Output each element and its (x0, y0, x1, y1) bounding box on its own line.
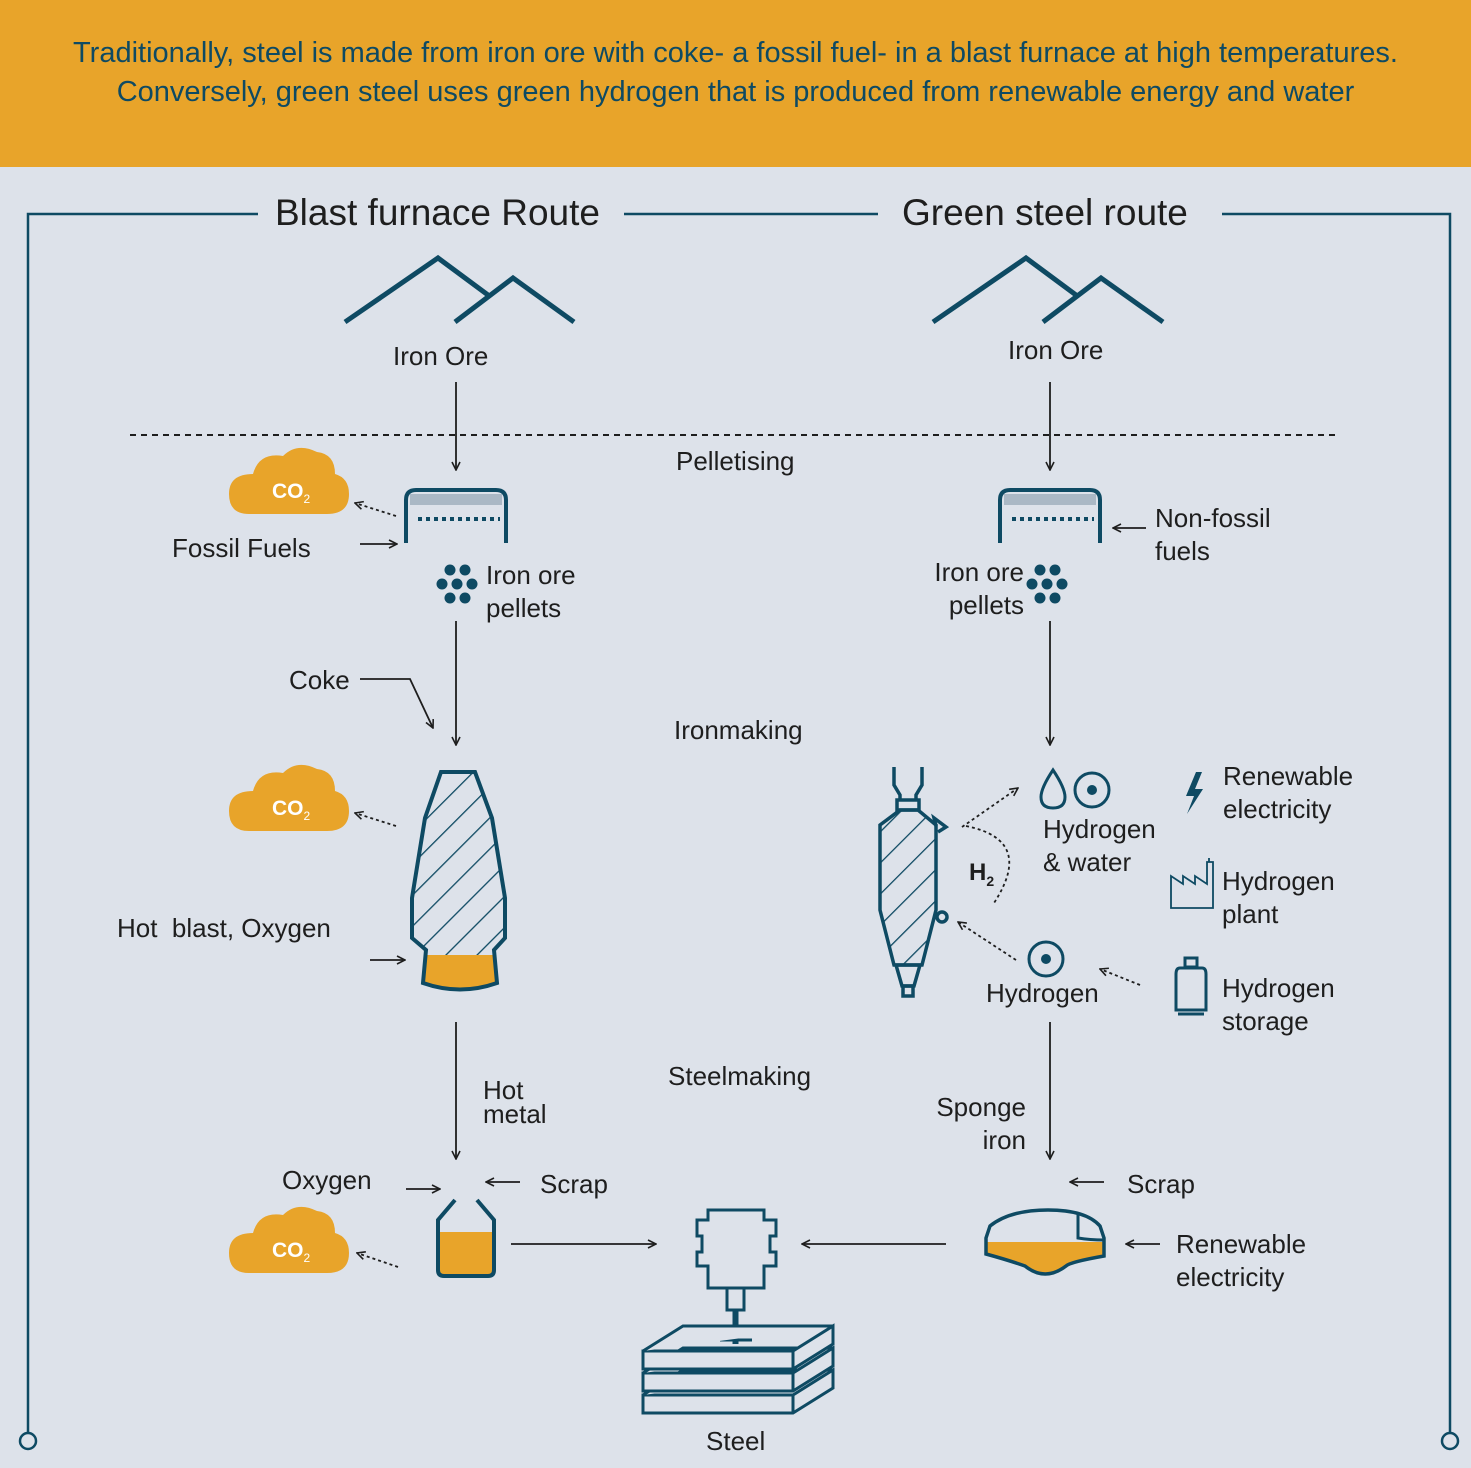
header-text: Traditionally, steel is made from iron o… (73, 37, 1398, 108)
pelletiser-icon (998, 488, 1102, 543)
hot-metal-label: Hot metal (483, 1075, 547, 1129)
steel-slabs-icon (641, 1323, 835, 1415)
electric-arc-furnace-icon (984, 1208, 1106, 1276)
converter-icon (436, 1198, 496, 1278)
blast-furnace-icon (410, 770, 507, 992)
factory-icon (1170, 858, 1214, 909)
sponge-iron-label: Sponge iron (936, 1092, 1026, 1155)
steel-label: Steel (706, 1426, 766, 1456)
pellets-icon (1026, 564, 1068, 604)
iron-ore-pellets-label: Iron ore pellets (486, 560, 576, 623)
pellets-icon (436, 564, 478, 604)
shaft-furnace-icon (878, 767, 950, 998)
oxygen-label: Oxygen (282, 1165, 372, 1195)
mountain-icon (343, 254, 576, 325)
stage-steelmaking: Steelmaking (668, 1061, 812, 1091)
non-fossil-fuels-label: Non-fossil fuels (1155, 503, 1271, 566)
frame (18, 212, 1460, 1451)
hydrogen-label: Hydrogen (986, 978, 1099, 1008)
hot-blast-label: Hot blast, Oxygen (117, 913, 331, 943)
water-drop-icon (1039, 767, 1067, 810)
stage-pelletising: Pelletising (676, 446, 795, 476)
h2-label: H2 (969, 859, 995, 889)
co2-label: CO2 (272, 797, 311, 824)
hydrogen-water-label: Hydrogen & water (1043, 814, 1156, 877)
hydrogen-icon (1027, 940, 1065, 978)
scrap-label: Scrap (1127, 1169, 1195, 1199)
caster-icon (695, 1208, 778, 1344)
green-route-title: Green steel route (902, 192, 1188, 233)
pelletiser-icon (404, 488, 508, 543)
iron-ore-label: Iron Ore (1008, 335, 1104, 365)
hydrogen-icon (1073, 771, 1111, 809)
blast-route-title: Blast furnace Route (275, 192, 600, 233)
coke-label: Coke (289, 665, 350, 695)
renewable-electricity-label: Renewable electricity (1223, 761, 1354, 824)
fossil-fuels-label: Fossil Fuels (172, 533, 311, 563)
hydrogen-storage-label: Hydrogen storage (1222, 973, 1335, 1036)
co2-label: CO2 (272, 480, 311, 507)
header-banner: Traditionally, steel is made from iron o… (0, 0, 1471, 167)
iron-ore-label: Iron Ore (393, 341, 489, 371)
hydrogen-plant-label: Hydrogen plant (1222, 866, 1335, 929)
scrap-label: Scrap (540, 1169, 608, 1199)
iron-ore-pellets-label: Iron ore pellets (934, 557, 1024, 620)
renewable-electricity-label: Renewable electricity (1176, 1229, 1307, 1292)
mountain-icon (931, 254, 1165, 325)
lightning-icon (1186, 772, 1203, 814)
stage-ironmaking: Ironmaking (674, 715, 803, 745)
co2-label: CO2 (272, 1239, 311, 1266)
gas-cylinder-icon (1174, 956, 1208, 1016)
